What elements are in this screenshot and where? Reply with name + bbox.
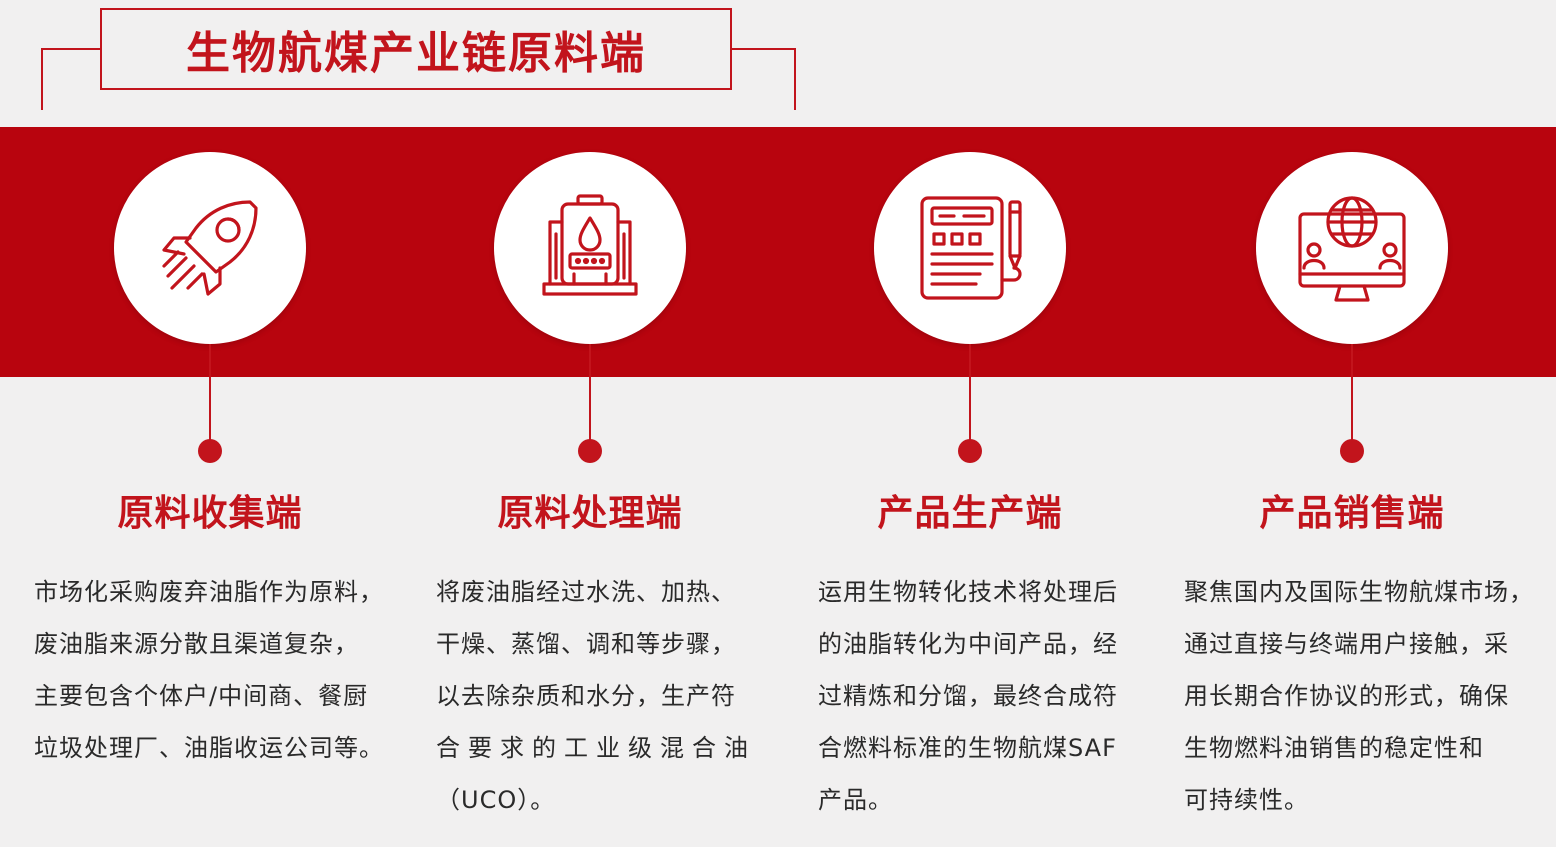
stage-icon-circle	[494, 152, 686, 344]
title-box: 生物航煤产业链原料端	[100, 8, 732, 90]
calculator-pencil-icon	[920, 196, 1022, 300]
rocket-icon	[162, 200, 258, 296]
stage-icon-circle	[1256, 152, 1448, 344]
stage-icon-circle	[114, 152, 306, 344]
stage-title: 产品销售端	[1259, 493, 1445, 534]
bracket-right-vertical	[794, 48, 796, 110]
bracket-left-horizontal	[41, 48, 101, 50]
title-section: 生物航煤产业链原料端	[0, 0, 1556, 120]
stage-column-process: 原料处理端 将废油脂经过水洗、加热、 干燥、蒸馏、调和等步骤， 以去除杂质和水分…	[400, 0, 780, 847]
connector-line	[209, 344, 211, 440]
stage-icon-circle	[874, 152, 1066, 344]
description-line: 的油脂转化为中间产品，经	[818, 630, 1118, 658]
description-line: 可持续性。	[1184, 786, 1309, 814]
stage-column-produce: 产品生产端 运用生物转化技术将处理后 的油脂转化为中间产品，经 过精炼和分馏，最…	[780, 0, 1160, 847]
description-line: （UCO）。	[436, 786, 556, 814]
connector-dot	[958, 439, 982, 463]
oil-processing-icon	[542, 194, 638, 296]
connector-line	[1351, 344, 1353, 440]
description-line: 合燃料标准的生物航煤SAF	[818, 734, 1117, 762]
description-line: 用长期合作协议的形式，确保	[1184, 682, 1509, 710]
connector-dot	[198, 439, 222, 463]
stage-description: 将废油脂经过水洗、加热、 干燥、蒸馏、调和等步骤， 以去除杂质和水分，生产符 合…	[436, 566, 756, 826]
description-line: 产品。	[818, 786, 893, 814]
description-line: 市场化采购废弃油脂作为原料，	[34, 578, 384, 606]
stage-title: 原料处理端	[497, 493, 683, 534]
description-line: 过精炼和分馏，最终合成符	[818, 682, 1118, 710]
description-line: 垃圾处理厂、油脂收运公司等。	[34, 734, 384, 762]
description-line: 聚焦国内及国际生物航煤市场，	[1184, 578, 1534, 606]
stage-title: 产品生产端	[877, 493, 1063, 534]
description-line: 废油脂来源分散且渠道复杂，	[34, 630, 359, 658]
connector-dot	[1340, 439, 1364, 463]
stage-description: 运用生物转化技术将处理后 的油脂转化为中间产品，经 过精炼和分馏，最终合成符 合…	[818, 566, 1118, 826]
connector-line	[589, 344, 591, 440]
page-title: 生物航煤产业链原料端	[186, 28, 646, 79]
stage-description: 市场化采购废弃油脂作为原料， 废油脂来源分散且渠道复杂， 主要包含个体户/中间商…	[34, 566, 384, 774]
globe-monitor-icon	[1298, 196, 1406, 302]
connector-line	[969, 344, 971, 440]
description-line: 通过直接与终端用户接触，采	[1184, 630, 1509, 658]
stage-column-collect: 原料收集端 市场化采购废弃油脂作为原料， 废油脂来源分散且渠道复杂， 主要包含个…	[20, 0, 400, 847]
connector-dot	[578, 439, 602, 463]
description-line: 主要包含个体户/中间商、餐厨	[34, 682, 369, 710]
description-line: 运用生物转化技术将处理后	[818, 578, 1118, 606]
stage-title: 原料收集端	[117, 493, 303, 534]
bracket-right-horizontal	[732, 48, 796, 50]
description-line: 以去除杂质和水分，生产符	[436, 682, 736, 710]
stage-column-sales: 产品销售端 聚焦国内及国际生物航煤市场， 通过直接与终端用户接触，采 用长期合作…	[1162, 0, 1542, 847]
bracket-left-vertical	[41, 48, 43, 110]
description-line: 生物燃料油销售的稳定性和	[1184, 734, 1484, 762]
description-line: 干燥、蒸馏、调和等步骤，	[436, 630, 736, 658]
stage-description: 聚焦国内及国际生物航煤市场， 通过直接与终端用户接触，采 用长期合作协议的形式，…	[1184, 566, 1534, 826]
description-line: 将废油脂经过水洗、加热、	[436, 578, 736, 606]
description-line: 合要求的工业级混合油	[436, 734, 756, 762]
